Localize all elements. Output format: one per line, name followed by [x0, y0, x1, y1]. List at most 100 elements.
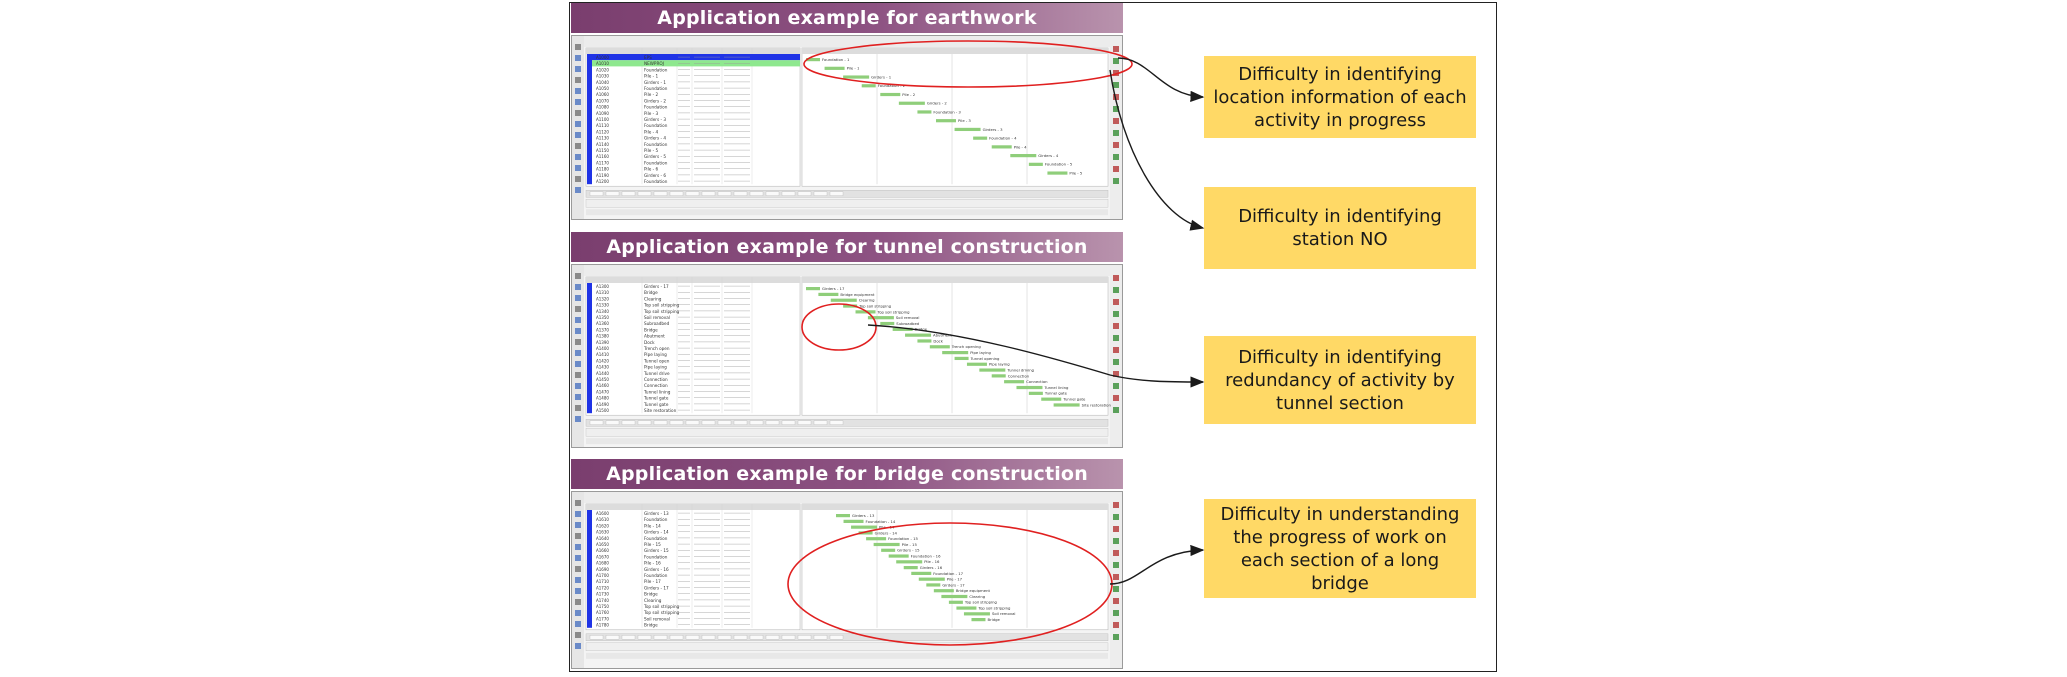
svg-text:Girders - 17: Girders - 17 [942, 582, 965, 587]
svg-text:Girders - 17: Girders - 17 [822, 286, 845, 291]
svg-text:A1000: A1000 [596, 55, 609, 60]
svg-text:Soil removal: Soil removal [644, 616, 670, 621]
svg-text:Abutment: Abutment [933, 333, 952, 338]
banner-tunnel: Application example for tunnel construct… [571, 232, 1123, 262]
svg-text:Girders - 4: Girders - 4 [1038, 153, 1059, 158]
svg-text:Girders - 1: Girders - 1 [644, 80, 666, 85]
svg-text:Foundation: Foundation [644, 554, 668, 559]
svg-text:A1400: A1400 [596, 346, 609, 351]
gantt-bar [898, 101, 925, 105]
svg-text:Site restoration: Site restoration [1082, 402, 1112, 407]
svg-text:A1130: A1130 [596, 136, 609, 141]
schedule-window-1: Girders - 17A1300BridgeA1310ClearingA132… [572, 265, 1122, 447]
svg-text:Connection: Connection [644, 377, 668, 382]
svg-text:A1120: A1120 [596, 129, 609, 134]
callout-station-no: Difficulty in identifying station NO [1204, 187, 1476, 269]
svg-text:Girders - 5: Girders - 5 [644, 154, 666, 159]
gantt-bar [954, 127, 981, 132]
gantt-bar [1041, 397, 1062, 401]
svg-text:Pile - 3: Pile - 3 [644, 111, 659, 116]
svg-text:A1460: A1460 [596, 383, 609, 388]
svg-text:Clearing: Clearing [969, 594, 985, 599]
svg-text:Foundation: Foundation [644, 142, 668, 147]
svg-text:Top soil stripping: Top soil stripping [643, 303, 680, 308]
gantt-bar [971, 618, 986, 622]
svg-text:Top soil stripping: Top soil stripping [858, 303, 892, 308]
gantt-bar [929, 345, 950, 349]
svg-text:Girders - 14: Girders - 14 [644, 530, 669, 535]
svg-text:Pile - 17: Pile - 17 [644, 579, 661, 584]
svg-text:A1700: A1700 [596, 573, 609, 578]
gantt-bar [954, 356, 969, 361]
svg-text:Tunnel lining: Tunnel lining [643, 389, 671, 394]
svg-text:Connection: Connection [1026, 379, 1048, 384]
svg-text:A1720: A1720 [596, 585, 609, 590]
callout-location-information: Difficulty in identifying location infor… [1204, 56, 1476, 138]
svg-text:Pile - 4: Pile - 4 [1014, 144, 1027, 149]
svg-text:A1100: A1100 [596, 117, 609, 122]
svg-text:A1380: A1380 [596, 334, 609, 339]
svg-text:A1160: A1160 [596, 154, 609, 159]
gantt-bar [892, 327, 913, 331]
svg-text:Clearing: Clearing [859, 298, 875, 303]
svg-text:Dock: Dock [644, 340, 655, 345]
svg-text:Girders - 17: Girders - 17 [644, 284, 669, 289]
svg-text:Bridge: Bridge [644, 290, 658, 295]
svg-text:Bridge: Bridge [644, 592, 658, 597]
banner-bridge: Application example for bridge construct… [571, 459, 1123, 489]
gantt-bar [979, 368, 1006, 372]
svg-text:A1710: A1710 [596, 579, 609, 584]
svg-text:A1770: A1770 [596, 616, 609, 621]
gantt-bar [1053, 403, 1080, 407]
svg-text:Foundation - 4: Foundation - 4 [989, 136, 1017, 141]
svg-text:Pipe laying: Pipe laying [644, 365, 667, 370]
svg-text:Site restoration: Site restoration [644, 408, 677, 413]
svg-text:Girders - 13: Girders - 13 [644, 511, 669, 516]
svg-text:Foundation - 14: Foundation - 14 [866, 519, 896, 524]
svg-text:A1330: A1330 [596, 303, 609, 308]
svg-text:Pile - 15: Pile - 15 [902, 542, 918, 547]
svg-text:Girders - 15: Girders - 15 [644, 548, 669, 553]
svg-text:Top soil stripping: Top soil stripping [877, 309, 911, 314]
svg-text:A1360: A1360 [596, 321, 609, 326]
svg-text:Pipe laying: Pipe laying [644, 352, 667, 357]
svg-text:A1620: A1620 [596, 523, 609, 528]
gantt-bar [917, 339, 932, 343]
svg-text:A1140: A1140 [596, 142, 609, 147]
svg-text:Girders - 13: Girders - 13 [852, 513, 875, 518]
svg-text:A1300: A1300 [596, 284, 609, 289]
svg-text:Bridge: Bridge [644, 327, 658, 332]
svg-text:Top soil stripping: Top soil stripping [977, 605, 1011, 610]
callout-tunnel-redundancy: Difficulty in identifying redundancy of … [1204, 336, 1476, 424]
svg-text:Soil removal: Soil removal [896, 315, 920, 320]
svg-text:Tunnel lining: Tunnel lining [1043, 385, 1069, 390]
svg-text:Pile - 6: Pile - 6 [644, 167, 659, 172]
svg-text:Girders - 16: Girders - 16 [644, 567, 669, 572]
gantt-bar [830, 298, 857, 302]
svg-text:Pile - 2: Pile - 2 [644, 92, 659, 97]
gantt-bar [942, 351, 969, 355]
svg-text:EPS: EPS [644, 55, 652, 60]
svg-text:Girders - 3: Girders - 3 [983, 127, 1004, 132]
svg-text:NEWPROJ: NEWPROJ [644, 61, 664, 66]
gantt-bar [861, 84, 876, 88]
svg-text:A1350: A1350 [596, 315, 609, 320]
svg-text:Tunnel gate: Tunnel gate [643, 402, 669, 407]
svg-text:Tunnel gate: Tunnel gate [643, 396, 669, 401]
svg-text:Pile - 15: Pile - 15 [644, 542, 661, 547]
svg-text:Foundation: Foundation [644, 179, 668, 184]
svg-text:Tunnel drive: Tunnel drive [643, 371, 670, 376]
svg-text:A1180: A1180 [596, 167, 609, 172]
svg-text:Tunnel opening: Tunnel opening [970, 356, 1000, 361]
svg-text:A1670: A1670 [596, 554, 609, 559]
svg-text:A1090: A1090 [596, 111, 609, 116]
svg-text:Pipe laying: Pipe laying [989, 362, 1010, 367]
svg-text:A1450: A1450 [596, 377, 609, 382]
gantt-bar [936, 119, 956, 123]
svg-text:Connection: Connection [1008, 373, 1030, 378]
svg-text:A1190: A1190 [596, 173, 609, 178]
svg-text:Tunnel open: Tunnel open [643, 358, 670, 363]
gantt-bar [896, 560, 923, 564]
